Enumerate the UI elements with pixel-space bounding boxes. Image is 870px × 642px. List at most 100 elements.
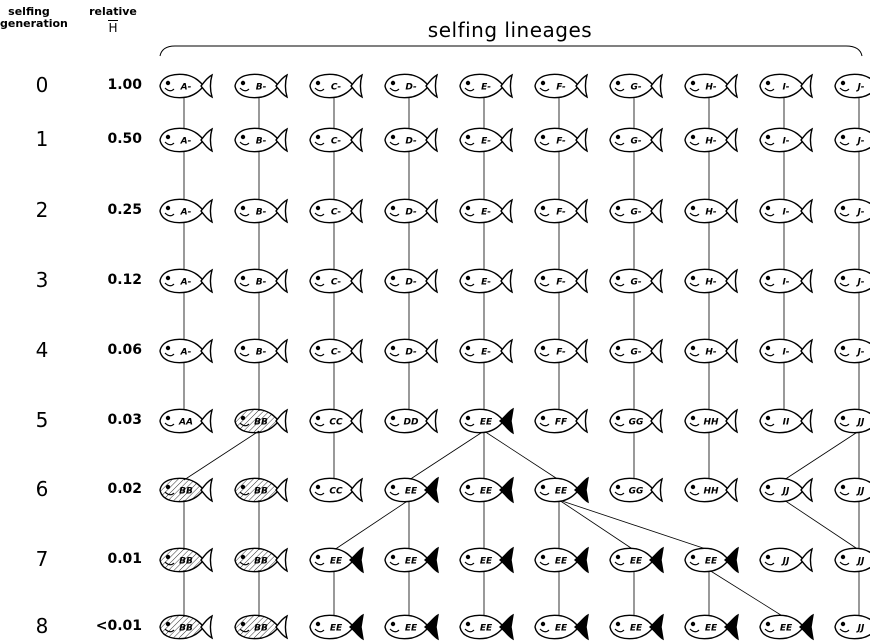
fish-genotype-label: G-	[630, 208, 641, 218]
fish-icon: I-	[760, 269, 812, 292]
fish-genotype-label: BB	[254, 557, 268, 567]
fish-genotype-label: EE	[705, 624, 718, 634]
fish-icon: G-	[610, 74, 662, 97]
fish-genotype-label: D-	[405, 137, 417, 147]
fish-icon: BB	[160, 478, 212, 501]
fish-icon: D-	[385, 269, 437, 292]
fish-icon: E-	[460, 269, 512, 292]
fish-icon: FF	[535, 409, 587, 432]
fish-genotype-label: E-	[481, 83, 491, 93]
fish-icon: G-	[610, 269, 662, 292]
fish-genotype-label: EE	[480, 487, 493, 497]
fish-genotype-label: G-	[630, 83, 641, 93]
fish-genotype-label: JJ	[856, 557, 865, 567]
fish-icon: EE	[310, 615, 363, 639]
fish-genotype-label: EE	[780, 624, 793, 634]
fish-genotype-label: EE	[630, 557, 643, 567]
fish-icon: F-	[535, 199, 587, 222]
fish-icon: F-	[535, 339, 587, 362]
fish-genotype-label: II	[783, 418, 790, 428]
fish-icon: BB	[235, 548, 287, 571]
fish-icon: EE	[385, 615, 438, 639]
lineage-link	[409, 431, 484, 480]
fish-genotype-label: C-	[331, 348, 342, 358]
fish-icon: BB	[235, 478, 287, 501]
fish-icon: CC	[310, 478, 362, 501]
fish-icon: C-	[310, 199, 362, 222]
fish-genotype-label: EE	[555, 487, 568, 497]
fish-genotype-label: EE	[405, 487, 418, 497]
fish-icon: G-	[610, 339, 662, 362]
fish-icon: BB	[235, 615, 287, 638]
fish-genotype-label: EE	[555, 624, 568, 634]
fish-genotype-label: JJ	[781, 557, 790, 567]
fish-icon: B-	[235, 339, 287, 362]
fish-icon: E-	[460, 199, 512, 222]
fish-genotype-label: B-	[256, 137, 267, 147]
fish-icon: JJ	[760, 478, 812, 501]
fish-genotype-label: J-	[855, 348, 864, 358]
fish-genotype-label: AA	[178, 418, 193, 428]
fish-genotype-label: I-	[782, 83, 789, 93]
fish-genotype-label: BB	[254, 418, 268, 428]
fish-icon: EE	[535, 548, 588, 572]
fish-genotype-label: G-	[630, 348, 641, 358]
fish-icon: A-	[160, 269, 212, 292]
fish-icon: C-	[310, 339, 362, 362]
fish-genotype-label: D-	[405, 348, 417, 358]
fish-icon: J-	[835, 74, 870, 97]
fish-icon: A-	[160, 339, 212, 362]
fish-icon: EE	[460, 615, 513, 639]
fish-icon: H-	[685, 269, 737, 292]
fish-icon: EE	[685, 615, 738, 639]
fish-genotype-label: DD	[404, 418, 419, 428]
fish-icon: BB	[235, 409, 287, 432]
fish-icon: E-	[460, 339, 512, 362]
lineage-link	[184, 431, 259, 480]
fish-genotype-label: F-	[556, 137, 566, 147]
fish-genotype-label: A-	[180, 348, 192, 358]
fish-genotype-label: E-	[481, 137, 491, 147]
fish-icon: B-	[235, 199, 287, 222]
fish-icon: D-	[385, 128, 437, 151]
fish-genotype-label: H-	[705, 83, 717, 93]
fish-icon: F-	[535, 74, 587, 97]
fish-icon: H-	[685, 339, 737, 362]
fish-genotype-label: EE	[480, 557, 493, 567]
fish-icon: C-	[310, 128, 362, 151]
lineage-link	[709, 570, 784, 617]
fish-icon: EE	[385, 548, 438, 572]
fish-icon: EE	[535, 478, 588, 502]
fish-icon: E-	[460, 74, 512, 97]
fish-genotype-label: D-	[405, 83, 417, 93]
fish-genotype-label: J-	[855, 208, 864, 218]
fish-genotype-label: EE	[630, 624, 643, 634]
fish-genotype-label: H-	[705, 278, 717, 288]
fish-icon: EE	[460, 548, 513, 572]
fish-icon: J-	[835, 128, 870, 151]
fish-icon: B-	[235, 128, 287, 151]
fish-genotype-label: C-	[331, 83, 342, 93]
lineages-bracket	[160, 46, 862, 56]
fish-genotype-label: EE	[705, 557, 718, 567]
fish-genotype-label: I-	[782, 278, 789, 288]
fish-genotype-label: GG	[629, 418, 644, 428]
fish-genotype-label: B-	[256, 208, 267, 218]
fish-icon: J-	[835, 269, 870, 292]
fish-genotype-label: C-	[331, 137, 342, 147]
fish-icon: AA	[160, 409, 212, 432]
fish-genotype-label: H-	[705, 208, 717, 218]
fish-genotype-label: E-	[481, 348, 491, 358]
fish-icon: GG	[610, 409, 662, 432]
fish-genotype-label: J-	[855, 278, 864, 288]
fish-genotype-label: EE	[405, 624, 418, 634]
fish-icon: H-	[685, 74, 737, 97]
fish-genotype-label: C-	[331, 278, 342, 288]
fish-genotype-label: A-	[180, 208, 192, 218]
fish-genotype-label: B-	[256, 278, 267, 288]
fish-genotype-label: CC	[329, 418, 343, 428]
fish-genotype-label: I-	[782, 348, 789, 358]
fish-genotype-label: G-	[630, 278, 641, 288]
fish-genotype-label: J-	[855, 137, 864, 147]
